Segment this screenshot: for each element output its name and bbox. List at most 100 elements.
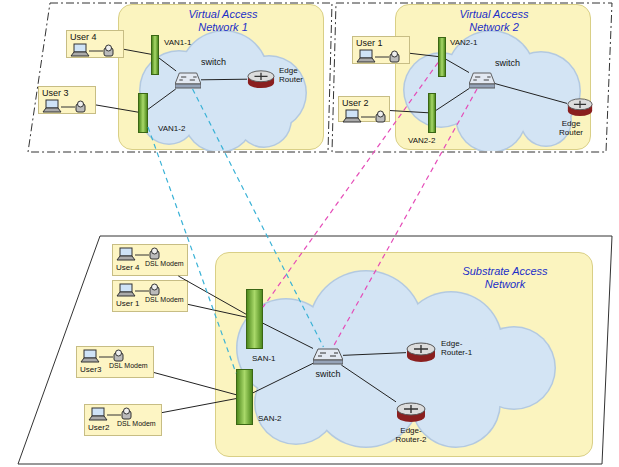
icon-part: [78, 101, 84, 107]
user-box: User 4DSL Modem: [112, 244, 188, 276]
icon-part: [46, 100, 58, 108]
user-box: User 1DSL Modem: [112, 280, 188, 312]
access-node-bar: VAN1-1: [151, 35, 159, 75]
icon-part: [135, 291, 149, 292]
link-line: [446, 59, 469, 72]
icon-part: [413, 360, 500, 447]
node-label: User2: [88, 423, 109, 432]
icon-part: [92, 408, 104, 416]
node-label: User 4: [70, 32, 97, 42]
icon-part: [406, 341, 436, 363]
icon-part: [175, 73, 201, 84]
icon-part: [568, 99, 592, 110]
node-label: Edge Router: [279, 66, 319, 84]
user-box: User 4: [66, 30, 124, 58]
link-line: [410, 53, 438, 56]
icon-part: [120, 248, 132, 256]
link-line: [154, 373, 236, 395]
icon-part: [361, 117, 375, 118]
node-label: DSL Modem: [117, 420, 157, 428]
node-label: switch: [495, 58, 520, 68]
link-line: [253, 363, 313, 392]
icon-part: [117, 292, 135, 296]
icon-part: [43, 100, 61, 112]
icon-part: [71, 52, 89, 56]
substrate-plane-outline: [18, 236, 612, 464]
icon-part: [473, 77, 490, 80]
icon-part: [254, 73, 267, 80]
node-label: switch: [201, 57, 226, 67]
icon-part: [104, 45, 113, 56]
icon-part: [457, 83, 526, 152]
node-label: User 2: [342, 98, 369, 108]
link-line: [495, 84, 567, 104]
icon-part: [313, 347, 343, 365]
virtual-plane-outline: [332, 3, 612, 152]
node-label: Edge Router: [549, 119, 593, 137]
icon-part: [117, 256, 135, 260]
node-label: VAN2-1: [450, 38, 477, 47]
network-panel: Virtual Access Network 1VAN1-1VAN1-2swit…: [118, 4, 324, 150]
icon-part: [567, 97, 593, 117]
icon-part: [152, 248, 158, 254]
icon-part: [343, 110, 361, 122]
icon-part: [143, 91, 196, 144]
network-panel: Substrate Access NetworkSAN-1SAN-2switch…: [215, 252, 593, 457]
node-label: User 3: [42, 88, 69, 98]
icon-part: [357, 58, 375, 62]
switch-icon: switch: [313, 347, 343, 365]
access-node-bar: VAN2-2: [428, 93, 436, 133]
node-label: Edge- Router-1: [441, 339, 491, 357]
icon-part: [469, 84, 495, 88]
icon-part: [106, 45, 112, 51]
icon-part: [574, 101, 586, 108]
icon-part: [114, 350, 123, 361]
icon-part: [238, 94, 291, 147]
access-node-bar: SAN-2: [236, 369, 253, 425]
virtual-plane-outline: [28, 3, 332, 152]
switch-icon: switch: [175, 71, 201, 89]
mapping-line: [263, 63, 438, 308]
icon-part: [120, 284, 132, 292]
icon-part: [122, 408, 131, 419]
icon-part: [81, 350, 99, 362]
node-label: switch: [312, 369, 344, 379]
icon-part: [313, 349, 343, 360]
node-label: User 1: [116, 299, 140, 308]
link-line: [124, 49, 151, 54]
icon-part: [247, 69, 275, 89]
icon-part: [150, 284, 159, 295]
icon-part: [89, 51, 103, 52]
link-line: [390, 111, 428, 113]
link-line: [96, 105, 138, 112]
icon-part: [179, 77, 196, 80]
node-label: User 4: [116, 263, 140, 272]
icon-part: [313, 360, 343, 364]
icon-part: [117, 248, 135, 260]
icon-part: [343, 118, 361, 122]
link-line: [148, 89, 176, 109]
node-label: DSL Modem: [109, 362, 149, 370]
link-line: [201, 79, 247, 81]
icon-part: [404, 405, 418, 413]
icon-part: [71, 44, 89, 56]
user-box: User3DSL Modem: [76, 346, 154, 378]
network-title: Virtual Access Network 1: [177, 8, 269, 33]
mapping-line: [148, 127, 236, 373]
user-box: User 2: [338, 96, 390, 122]
icon-part: [469, 73, 495, 84]
icon-part: [152, 284, 158, 290]
icon-part: [318, 353, 338, 356]
icon-part: [375, 57, 389, 58]
icon-part: [378, 111, 384, 117]
icon-part: [61, 107, 75, 108]
icon-part: [392, 51, 398, 57]
switch-icon: switch: [469, 71, 495, 89]
node-label: User 1: [356, 38, 383, 48]
network-title: Substrate Access Network: [444, 265, 566, 290]
link-line: [436, 89, 469, 111]
icon-part: [397, 403, 425, 415]
icon-part: [135, 255, 149, 256]
